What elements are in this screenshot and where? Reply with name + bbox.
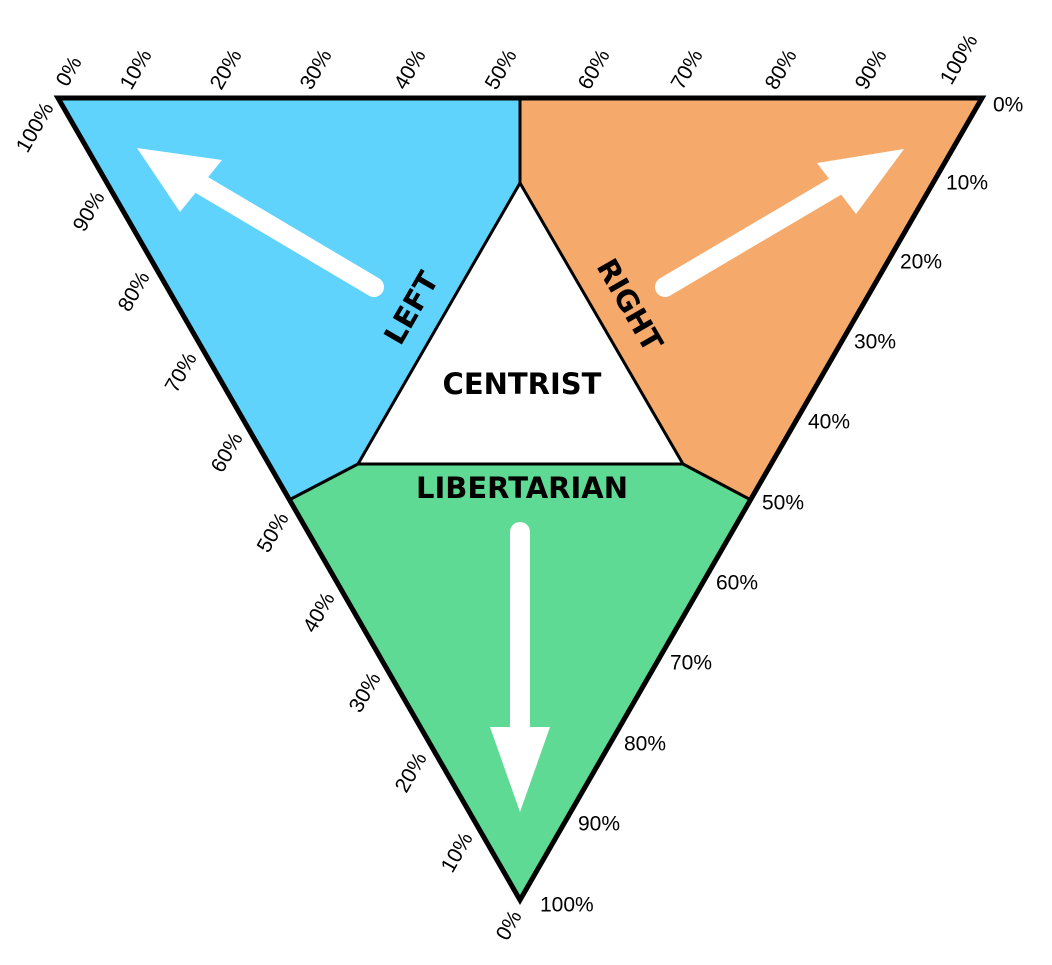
left-tick-label: 90%	[69, 188, 110, 236]
right-tick-label: 50%	[762, 492, 804, 515]
top-tick-label: 80%	[761, 46, 802, 94]
left-tick-label: 100%	[12, 99, 59, 157]
top-axis-labels: 0% 10% 20% 30% 40% 50% 60% 70% 80% 90% 1…	[52, 31, 983, 94]
left-arrow-icon	[137, 148, 384, 297]
right-tick-label: 40%	[808, 411, 850, 434]
down-arrow-icon	[490, 522, 550, 812]
right-tick-label: 0%	[993, 94, 1023, 117]
right-arrow-icon	[655, 149, 904, 297]
left-tick-label: 40%	[299, 589, 340, 637]
top-tick-label: 60%	[574, 46, 615, 94]
centrist-boundary	[356, 181, 685, 466]
right-tick-label: 60%	[716, 572, 758, 595]
left-tick-label: 20%	[391, 749, 432, 797]
left-tick-label: 70%	[161, 349, 202, 397]
left-tick-label: 60%	[207, 429, 248, 477]
right-tick-label: 80%	[624, 733, 666, 756]
right-tick-label: 90%	[578, 813, 620, 836]
top-tick-label: 10%	[116, 46, 157, 94]
right-tick-label: 10%	[946, 172, 988, 195]
right-tick-label: 20%	[900, 251, 942, 274]
top-tick-label: 30%	[296, 46, 337, 94]
left-tick-label: 80%	[114, 268, 155, 316]
libertarian-label: LIBERTARIAN	[416, 471, 628, 505]
top-tick-label: 70%	[667, 46, 708, 94]
top-tick-label: 20%	[206, 46, 247, 94]
left-tick-label: 30%	[345, 669, 386, 717]
centrist-label: CENTRIST	[443, 367, 602, 401]
direction-arrows	[137, 148, 904, 812]
top-tick-label: 0%	[52, 53, 87, 91]
top-tick-label: 40%	[390, 46, 431, 94]
boundary-line	[682, 462, 752, 502]
region-boundaries	[288, 98, 752, 502]
left-tick-label: 0%	[492, 907, 527, 945]
boundary-line	[288, 462, 359, 502]
left-tick-label: 50%	[253, 509, 294, 557]
right-tick-label: 30%	[854, 331, 896, 354]
top-tick-label: 50%	[481, 46, 522, 94]
left-tick-label: 10%	[437, 829, 478, 877]
top-tick-label: 90%	[851, 46, 892, 94]
centrist-region	[358, 183, 683, 464]
right-tick-label: 70%	[670, 652, 712, 675]
right-tick-label: 100%	[540, 894, 594, 917]
top-tick-label: 100%	[936, 31, 983, 89]
outer-triangle	[53, 95, 987, 906]
right-axis-labels: 0% 10% 20% 30% 40% 50% 60% 70% 80% 90% 1…	[540, 94, 1023, 917]
